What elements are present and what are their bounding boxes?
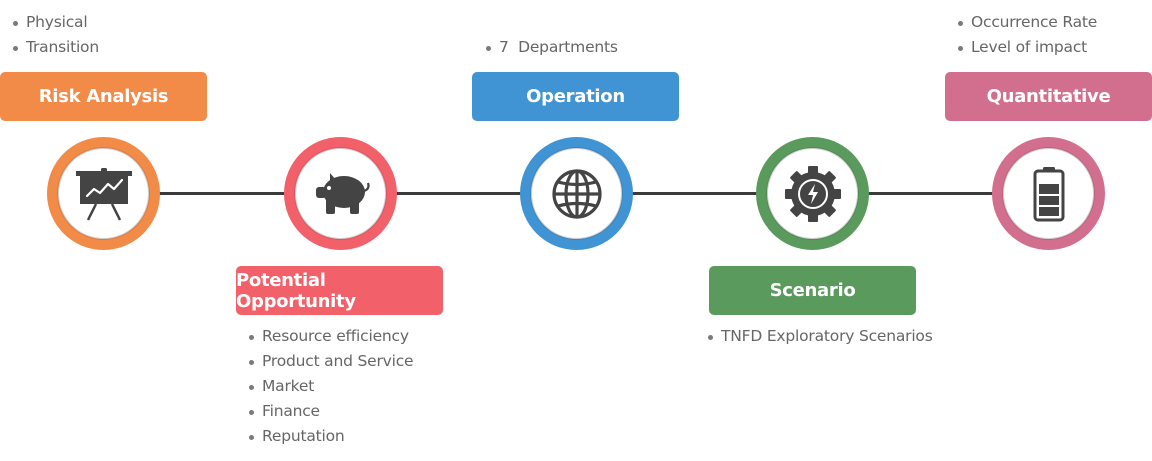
bullet-item: Transition — [12, 35, 99, 60]
potential-opportunity-label: Potential Opportunity — [236, 266, 443, 315]
scenario-label: Scenario — [709, 266, 916, 315]
scenario-title: Scenario — [769, 280, 856, 301]
risk-analysis-label: Risk Analysis — [0, 72, 207, 121]
bullet-item: Resource efficiency — [248, 324, 413, 349]
bullet-item: Finance — [248, 399, 413, 424]
potential-opportunity-bullets: Resource efficiency Product and Service … — [248, 324, 414, 449]
bullet-item: Occurrence Rate — [957, 10, 1097, 35]
quantitative-title: Quantitative — [986, 86, 1111, 107]
bullet-item: 7 Departments — [485, 35, 618, 60]
gear-lightning-icon — [783, 164, 843, 224]
bullet-item: Physical — [12, 10, 99, 35]
potential-opportunity-node — [284, 137, 397, 250]
potential-opportunity-title: Potential Opportunity — [236, 269, 356, 312]
quantitative-node — [992, 137, 1105, 250]
bullet-item: Market — [248, 374, 413, 399]
battery-icon — [1032, 165, 1066, 223]
bullet-item: Reputation — [248, 424, 413, 449]
bullet-item: TNFD Exploratory Scenarios — [707, 324, 933, 349]
globe-icon — [550, 167, 604, 221]
scenario-bullets: TNFD Exploratory Scenarios — [707, 324, 933, 349]
risk-analysis-node — [47, 137, 160, 250]
bullet-item: Product and Service — [248, 349, 414, 374]
risk-analysis-title: Risk Analysis — [38, 86, 169, 107]
quantitative-label: Quantitative — [945, 72, 1152, 121]
bullet-item: Level of impact — [957, 35, 1097, 60]
piggy-bank-icon — [310, 169, 372, 219]
scenario-node — [756, 137, 869, 250]
quantitative-bullets: Occurrence Rate Level of impact — [957, 10, 1097, 60]
operation-node — [520, 137, 633, 250]
operation-bullets: 7 Departments — [485, 35, 618, 60]
operation-title: Operation — [526, 86, 625, 107]
operation-label: Operation — [472, 72, 679, 121]
presentation-chart-icon — [74, 164, 134, 224]
risk-analysis-bullets: Physical Transition — [12, 10, 99, 60]
